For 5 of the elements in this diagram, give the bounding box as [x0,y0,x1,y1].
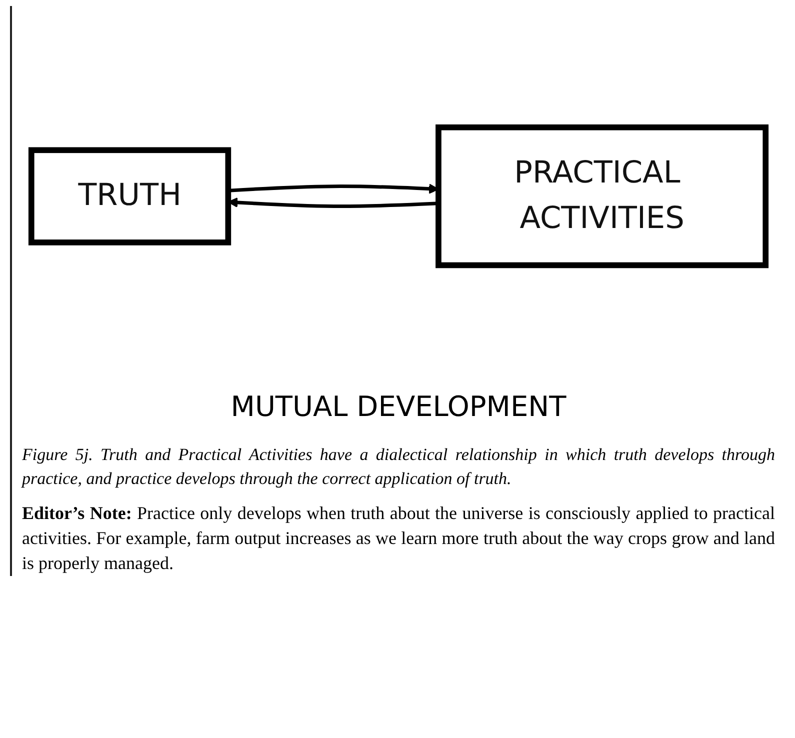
node-box: PRACTICAL ACTIVITIES [436,124,769,268]
figure-caption: Figure 5j. Truth and Practical Activities have a dialectical relationship in which truth develops through practice, and practice develops through the correct application of truth. [22,444,775,490]
diagram-label: MUTUAL DEVELOPMENT [230,390,568,423]
node-box: TRUTH [28,146,232,246]
editor-note: Editor’s Note: Practice only develops when truth about the universe is consciously applied to practical activities. For example, farm output increases as we learn more truth about the way crops grow and land is properly managed. [22,502,775,575]
